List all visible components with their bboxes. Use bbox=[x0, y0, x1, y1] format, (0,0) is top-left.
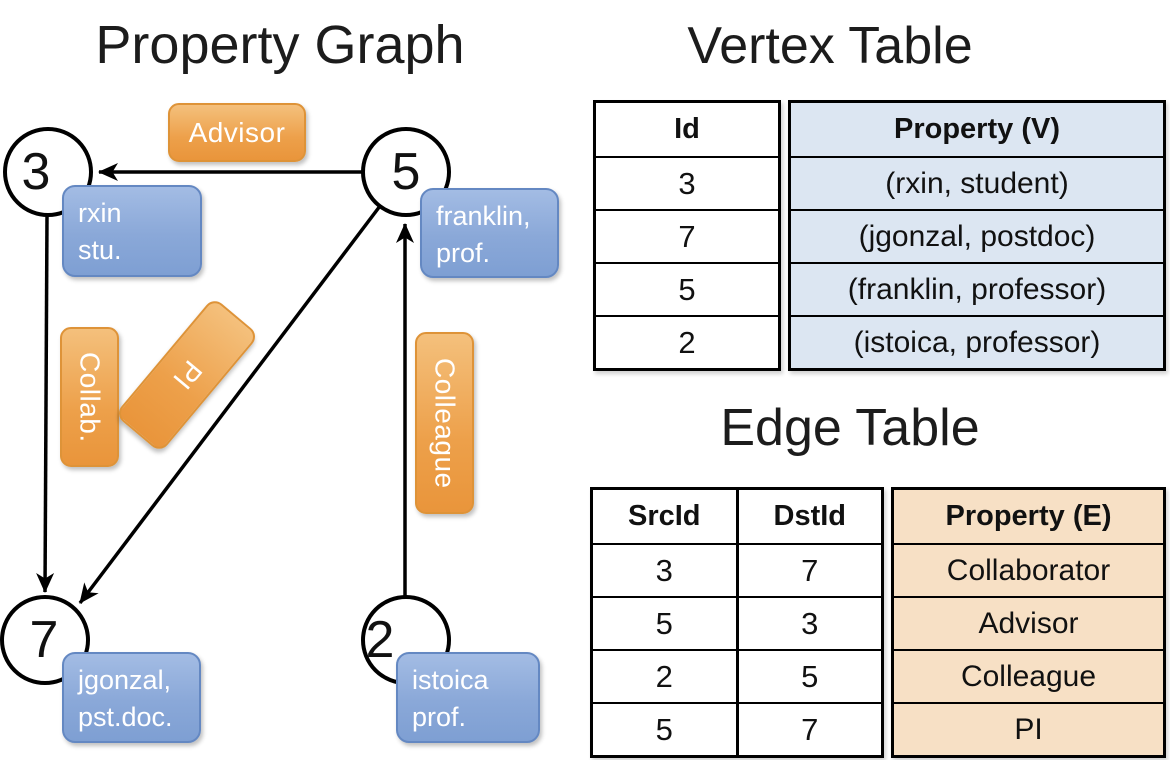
edge-table-header-srcid: SrcId bbox=[627, 500, 701, 532]
edge-table-dstid-column: DstId 7 3 5 7 bbox=[735, 490, 881, 755]
vertex-table-cell: (jgonzal, postdoc) bbox=[791, 209, 1163, 262]
edge-table-cell: Colleague bbox=[894, 649, 1163, 702]
property-graph-title: Property Graph bbox=[95, 15, 465, 75]
vertex-table-header-property: Property (V) bbox=[894, 113, 1060, 145]
edge-label-colleague: Colleague bbox=[415, 332, 474, 514]
edge-table-id-columns: SrcId 3 5 2 5 DstId 7 3 5 7 bbox=[590, 487, 884, 758]
node-label-line: stu. bbox=[78, 235, 122, 265]
vertex-table-cell: (istoica, professor) bbox=[791, 315, 1163, 368]
edge-table-cell: Collaborator bbox=[894, 543, 1163, 596]
vertex-table-id-column: Id 3 7 5 2 bbox=[593, 100, 781, 371]
node-label-rxin: rxin stu. bbox=[62, 185, 202, 277]
edge-table-cell: 7 bbox=[738, 702, 881, 755]
edge-table-srcid-column: SrcId 3 5 2 5 bbox=[593, 490, 736, 755]
vertex-table-cell: 5 bbox=[596, 262, 778, 315]
edge-table-cell: 3 bbox=[593, 543, 736, 596]
vertex-table-cell: (franklin, professor) bbox=[791, 262, 1163, 315]
node-label-jgonzal: jgonzal, pst.doc. bbox=[62, 652, 201, 743]
edge-table-cell: 5 bbox=[593, 596, 736, 649]
edge-table: SrcId 3 5 2 5 DstId 7 3 5 7 Property (E)… bbox=[590, 487, 1166, 758]
vertex-table-cell: (rxin, student) bbox=[791, 156, 1163, 209]
vertex-table-cell: 7 bbox=[596, 209, 778, 262]
edge-table-header-property: Property (E) bbox=[945, 500, 1112, 532]
vertex-table: Id 3 7 5 2 Property (V) (rxin, student) … bbox=[593, 100, 1166, 371]
node-label-franklin: franklin, prof. bbox=[420, 188, 559, 278]
edge-label-pi: PI bbox=[114, 296, 260, 454]
node-label-line: jgonzal, bbox=[78, 665, 172, 695]
vertex-table-cell: 2 bbox=[596, 315, 778, 368]
edge-table-cell: 5 bbox=[738, 649, 881, 702]
edge-table-cell: Advisor bbox=[894, 596, 1163, 649]
node-id-2: 2 bbox=[365, 611, 395, 669]
edge-table-title: Edge Table bbox=[720, 399, 980, 457]
edge-table-cell: 2 bbox=[593, 649, 736, 702]
node-id-5: 5 bbox=[391, 143, 421, 201]
node-label-istoica: istoica prof. bbox=[396, 652, 540, 743]
edge-table-cell: 3 bbox=[738, 596, 881, 649]
edge-table-cell: PI bbox=[894, 702, 1163, 755]
node-label-line: pst.doc. bbox=[78, 702, 173, 732]
vertex-table-cell: 3 bbox=[596, 156, 778, 209]
edge-table-cell: 5 bbox=[593, 702, 736, 755]
edge-3-to-7 bbox=[36, 215, 55, 593]
vertex-table-header-id: Id bbox=[674, 113, 700, 145]
node-label-line: franklin, bbox=[436, 201, 531, 231]
edge-table-property-column: Property (E) Collaborator Advisor Collea… bbox=[891, 487, 1166, 758]
edge-table-header-dstid: DstId bbox=[773, 500, 847, 532]
node-label-line: istoica bbox=[412, 665, 489, 695]
node-label-line: prof. bbox=[412, 702, 467, 732]
node-id-7: 7 bbox=[29, 611, 59, 669]
edge-label-advisor: Advisor bbox=[168, 103, 306, 162]
node-id-3: 3 bbox=[21, 143, 51, 201]
vertex-table-title: Vertex Table bbox=[687, 17, 973, 75]
edge-label-collab: Collab. bbox=[60, 327, 119, 467]
vertex-table-property-column: Property (V) (rxin, student) (jgonzal, p… bbox=[788, 100, 1166, 371]
node-label-line: rxin bbox=[78, 198, 122, 228]
node-label-line: prof. bbox=[436, 238, 491, 268]
edge-table-cell: 7 bbox=[738, 543, 881, 596]
